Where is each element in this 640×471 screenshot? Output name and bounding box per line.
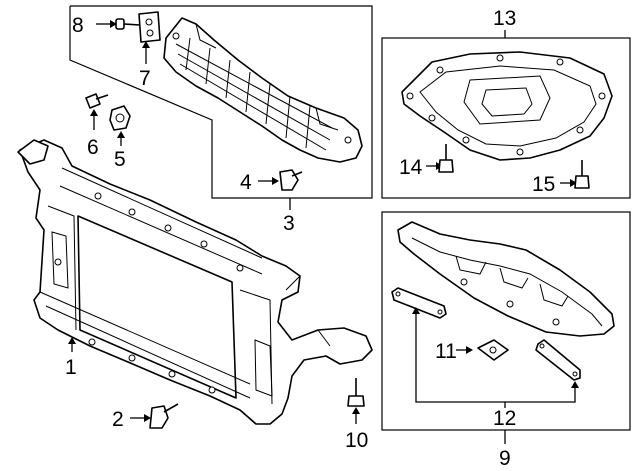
nut-icon [109, 105, 131, 146]
callout-11: 11 [435, 340, 457, 363]
arrow-1 [68, 337, 76, 344]
bolt-icon [96, 18, 141, 30]
callout-10: 10 [345, 429, 368, 452]
flange-bolt-icon [85, 93, 109, 130]
callout-6: 6 [87, 136, 99, 159]
splash-shield-icon [401, 51, 613, 161]
arrow-12-right [571, 381, 579, 388]
callout-3: 3 [283, 212, 295, 235]
bolt-2-icon [130, 403, 179, 429]
bolt-10-icon [347, 378, 365, 424]
bolt-14-icon [426, 144, 454, 173]
clip-11-icon [456, 339, 509, 361]
bolt-15-icon [560, 160, 590, 189]
callout-12: 12 [493, 407, 516, 430]
callout-14: 14 [399, 156, 423, 179]
callout-5: 5 [114, 148, 126, 171]
arrow-12-left [412, 307, 420, 314]
callout-1: 1 [65, 356, 77, 379]
callout-2: 2 [112, 408, 124, 431]
upper-cover-icon [163, 17, 363, 163]
callout-9: 9 [499, 447, 511, 470]
deflector-icon [397, 221, 615, 337]
bracket-left-icon [391, 287, 447, 319]
leader-line-12 [415, 312, 576, 403]
radiator-support-icon [17, 139, 373, 425]
callout-8: 8 [72, 14, 84, 37]
callout-13: 13 [493, 7, 516, 30]
callout-15: 15 [532, 173, 555, 196]
group-box-3 [69, 5, 373, 199]
bracket-right-icon [535, 339, 581, 381]
callout-7: 7 [139, 67, 151, 90]
clip-icon [138, 11, 161, 64]
group-box-13 [381, 37, 631, 199]
bolt-4-icon [258, 169, 303, 191]
group-box-9 [381, 211, 631, 431]
callout-4: 4 [240, 171, 252, 194]
